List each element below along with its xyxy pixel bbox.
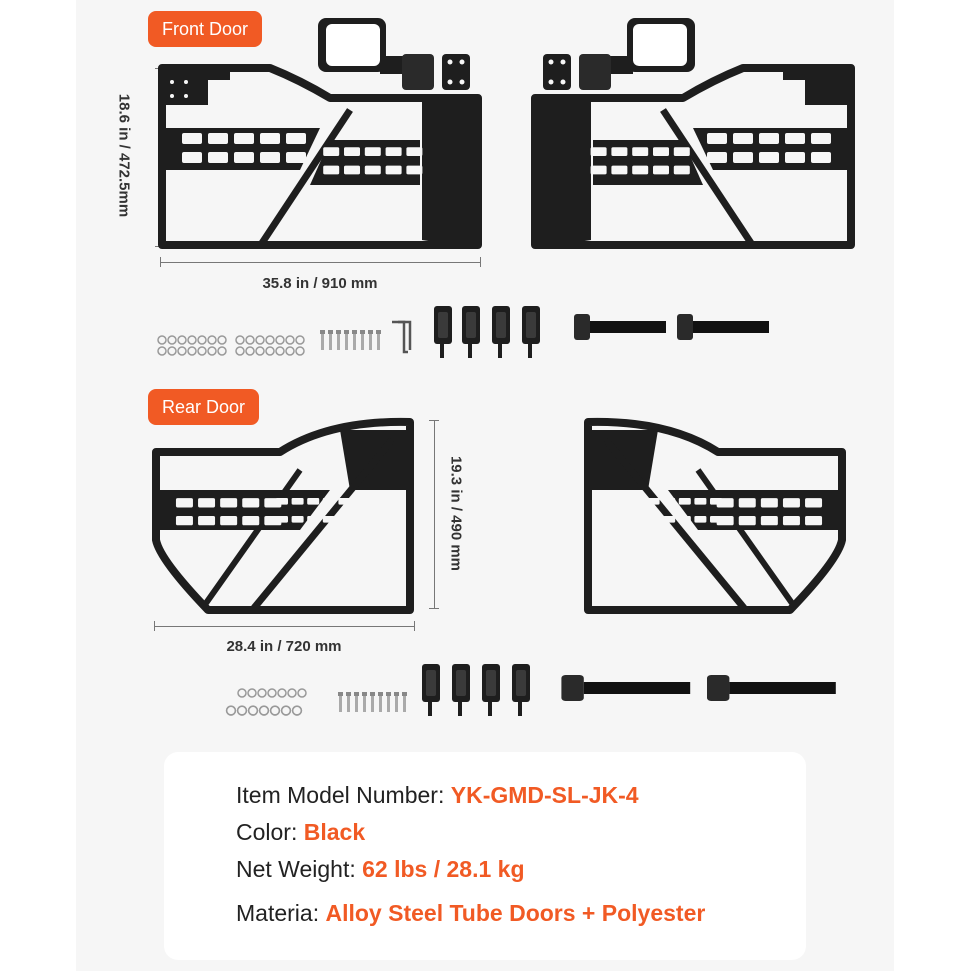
rear-width-label: 28.4 in / 720 mm	[226, 638, 342, 655]
front-right-door	[531, 18, 855, 249]
rear-height-line	[434, 420, 435, 608]
rear-height-tick-bottom	[429, 608, 439, 609]
rear-height-tick-top	[429, 420, 439, 421]
rear-width-tick-left	[154, 621, 155, 631]
spec-value: Alloy Steel Tube Doors + Polyester	[325, 900, 706, 926]
spec-label: Net Weight:	[236, 856, 363, 882]
front-width-line	[160, 262, 480, 263]
front-width-tick-right	[480, 257, 481, 267]
front-width-tick-left	[160, 257, 161, 267]
rear-door-tag: Rear Door	[148, 389, 260, 425]
spec-label: Item Model Number:	[236, 782, 451, 808]
spec-material: Materia: Alloy Steel Tube Doors + Polyes…	[236, 900, 705, 927]
rear-hardware	[225, 664, 836, 716]
spec-value: YK-GMD-SL-JK-4	[450, 782, 639, 808]
spec-net-weight: Net Weight: 62 lbs / 28.1 kg	[236, 856, 525, 883]
spec-value: 62 lbs / 28.1 kg	[362, 856, 525, 882]
front-left-door	[158, 64, 482, 249]
rear-left-door	[152, 417, 414, 614]
spec-model-number: Item Model Number: YK-GMD-SL-JK-4	[236, 782, 639, 809]
front-hardware	[157, 306, 769, 358]
front-width-label: 35.8 in / 910 mm	[262, 275, 378, 292]
rear-width-tick-right	[414, 621, 415, 631]
spec-value: Black	[303, 819, 366, 845]
spec-label: Color:	[236, 819, 304, 845]
spec-label: Materia:	[236, 900, 326, 926]
rear-right-door	[584, 417, 846, 614]
rear-width-line	[154, 626, 414, 627]
specs-card: Item Model Number: YK-GMD-SL-JK-4 Color:…	[164, 752, 806, 960]
front-left-mirror	[318, 18, 470, 90]
front-door-tag: Front Door	[148, 11, 263, 47]
spec-color: Color: Black	[236, 819, 365, 846]
